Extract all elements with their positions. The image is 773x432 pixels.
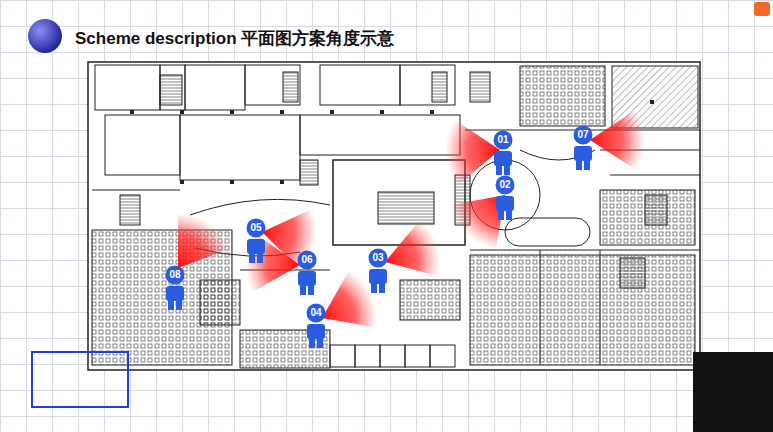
blue-frame <box>32 352 128 407</box>
callout-number: 02 <box>495 175 515 195</box>
page-title: Scheme description 平面图方案角度示意 <box>75 27 394 50</box>
corner-icon <box>754 2 770 16</box>
callout-number: 08 <box>165 265 185 285</box>
black-block <box>693 352 773 432</box>
callout-number: 07 <box>573 125 593 145</box>
plan-lines <box>88 62 700 370</box>
callout-number: 05 <box>246 218 266 238</box>
callout-number: 04 <box>306 303 326 323</box>
logo-ball <box>28 19 62 53</box>
callout-number: 06 <box>297 250 317 270</box>
view-cones <box>178 110 644 328</box>
callout-number: 01 <box>493 130 513 150</box>
columns <box>130 100 654 184</box>
callout-number: 03 <box>368 248 388 268</box>
